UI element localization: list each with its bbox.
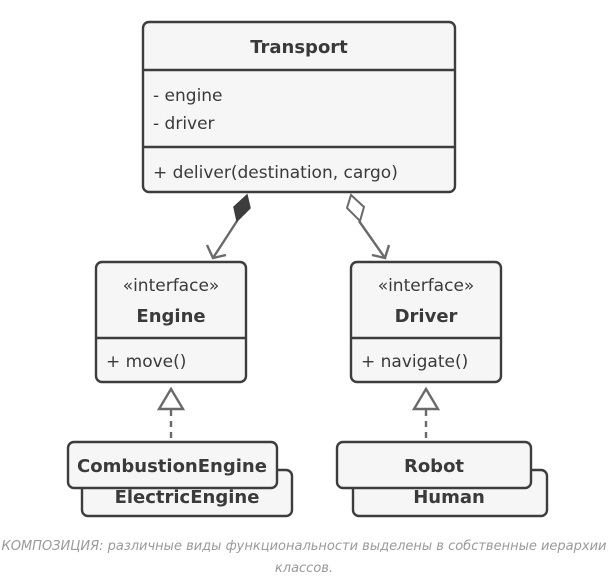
- engine-interface: «interface» Engine + move(): [94, 260, 248, 384]
- electric-engine-name: ElectricEngine: [115, 487, 260, 508]
- realization-link-engine: [156, 386, 186, 442]
- engine-interface-name: Engine: [136, 306, 205, 327]
- human-class-name: Human: [413, 487, 485, 508]
- engine-stereotype: «interface»: [123, 276, 220, 296]
- realization-link-driver: [411, 386, 441, 442]
- driver-method-navigate: + navigate(): [361, 352, 468, 372]
- transport-field-engine: - engine: [153, 86, 223, 106]
- uml-class-diagram: Transport - engine - driver + deliver(de…: [66, 20, 549, 518]
- robot-class: Robot: [335, 440, 533, 490]
- transport-method-deliver: + deliver(destination, cargo): [153, 163, 398, 183]
- transport-class-name: Transport: [250, 37, 348, 58]
- robot-class-name: Robot: [404, 456, 464, 477]
- combustion-engine-class: CombustionEngine: [66, 440, 279, 490]
- aggregation-link-driver: [345, 193, 391, 260]
- transport-class: Transport - engine - driver + deliver(de…: [141, 20, 457, 194]
- composition-link-engine: [205, 193, 251, 260]
- transport-field-driver: - driver: [153, 114, 215, 134]
- engine-method-move: + move(): [106, 352, 186, 372]
- hollow-diamond-icon: [345, 193, 366, 223]
- filled-diamond-icon: [233, 193, 251, 223]
- hollow-triangle-icon: [156, 386, 186, 411]
- driver-stereotype: «interface»: [378, 276, 475, 296]
- driver-interface-name: Driver: [395, 306, 458, 327]
- combustion-engine-name: CombustionEngine: [77, 456, 267, 477]
- figure-caption: КОМПОЗИЦИЯ: различные виды функционально…: [1, 539, 607, 576]
- driver-interface: «interface» Driver + navigate(): [349, 260, 503, 384]
- hollow-triangle-icon: [411, 386, 441, 411]
